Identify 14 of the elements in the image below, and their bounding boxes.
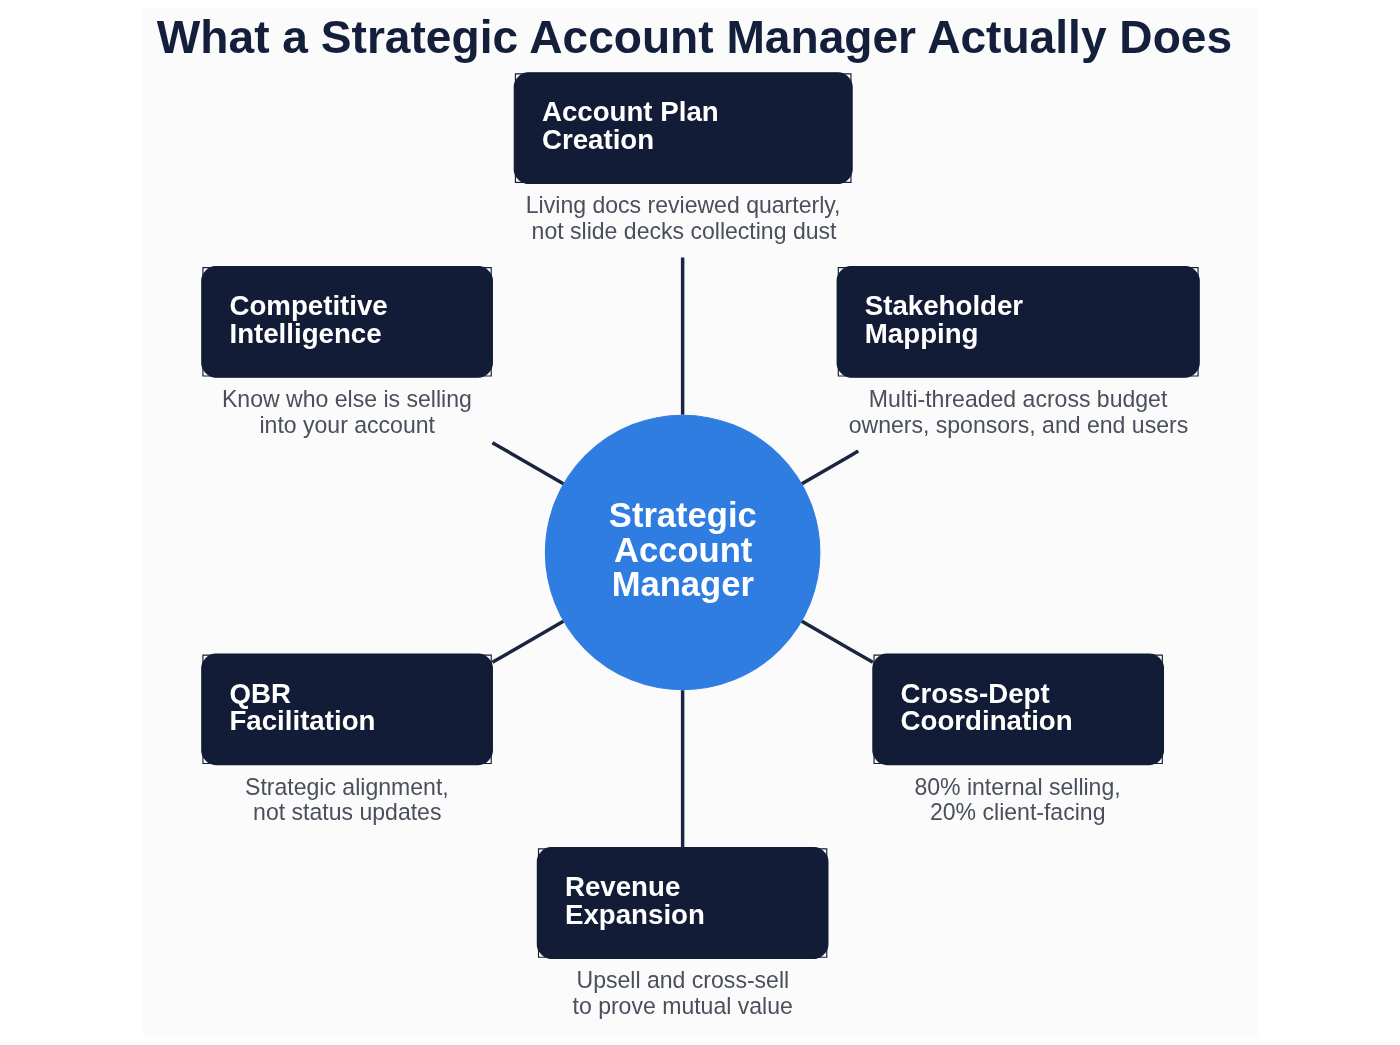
node-label: Multi-threaded across budget owners, sponsors, and end users: [848, 386, 1188, 438]
connector: [491, 441, 564, 486]
connector: [680, 257, 684, 415]
connector: [680, 690, 684, 848]
node-circle: Strategic Account Manager: [544, 414, 820, 691]
node-label: Strategic alignment, not status updates: [244, 773, 449, 825]
node-label: Know who else is selling into your account: [221, 386, 472, 438]
connector: [491, 619, 564, 664]
node-label: Living docs reviewed quarterly, not slide decks collecting dust: [525, 192, 841, 244]
node-label: Upsell and cross-sell to prove mutual value: [572, 967, 793, 1019]
node-label: 80% internal selling, 20% client-facing: [913, 773, 1121, 825]
connector: [800, 449, 859, 486]
connector: [800, 619, 874, 664]
diagram-title: What a Strategic Account Manager Actually Does: [156, 11, 1232, 64]
